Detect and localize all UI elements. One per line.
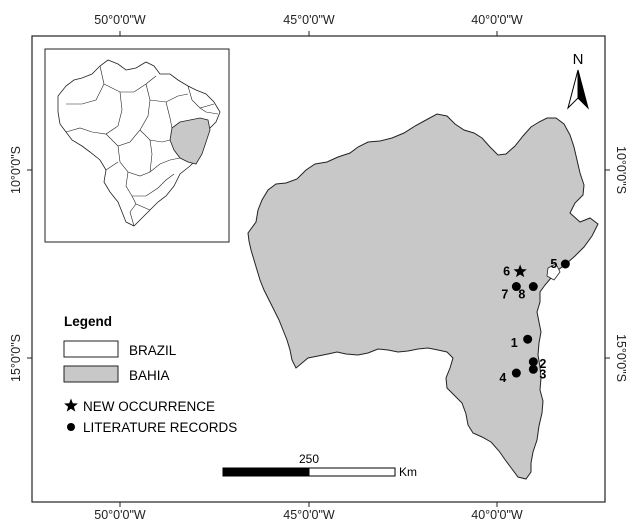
left-coordinate-label: 10°0'0"S	[9, 146, 23, 194]
record-label: 8	[518, 288, 525, 302]
bottom-coordinate-label: 50°0'0"W	[94, 508, 146, 522]
legend-bahia-swatch	[63, 365, 119, 383]
bahia-state-shape	[247, 113, 599, 480]
new-occurrence-star-icon	[513, 264, 527, 278]
legend-item-new-occurrence: NEW OCCURRENCE	[83, 399, 215, 414]
legend-item-brazil: BRAZIL	[129, 343, 177, 358]
literature-record-point	[528, 357, 538, 367]
brazil-inset-map	[44, 48, 230, 243]
record-label: 1	[511, 336, 518, 350]
literature-record-point	[528, 282, 538, 292]
scale-bar-unit: Km	[399, 465, 417, 479]
record-label: 6	[503, 265, 510, 279]
record-label: 3	[539, 367, 546, 381]
top-coordinate-label: 50°0'0"W	[94, 13, 146, 27]
left-coordinate-label: 15°0'0"S	[9, 334, 23, 382]
record-label: 4	[499, 371, 506, 385]
literature-record-point	[528, 364, 538, 374]
top-coordinate-label: 40°0'0"W	[471, 13, 523, 27]
bahia-bay-inlet	[546, 263, 561, 281]
record-label: 7	[501, 288, 508, 302]
literature-record-point	[560, 259, 570, 269]
north-arrow-label: N	[573, 51, 584, 68]
graticule-ticks	[27, 31, 610, 507]
record-label: 2	[539, 357, 546, 371]
top-coordinate-label: 45°0'0"W	[283, 13, 335, 27]
legend-dot-icon	[67, 423, 75, 431]
record-label: 5	[550, 257, 557, 271]
literature-record-point	[511, 282, 521, 292]
right-coordinate-label: 15°0'0"S	[614, 334, 628, 382]
north-arrow-icon: N	[567, 51, 589, 110]
scale-bar-value: 250	[299, 452, 319, 466]
legend: Legend BRAZIL BAHIA NEW OCCURRENCE LITER…	[63, 314, 237, 435]
literature-record-point	[511, 368, 521, 378]
legend-item-literature-records: LITERATURE RECORDS	[83, 420, 237, 435]
bottom-coordinate-label: 40°0'0"W	[471, 508, 523, 522]
legend-star-icon	[64, 398, 78, 412]
literature-record-point	[523, 334, 533, 344]
state-boundaries	[65, 65, 219, 227]
scale-bar: 250 Km	[222, 452, 417, 479]
legend-brazil-swatch	[63, 340, 119, 358]
legend-item-bahia: BAHIA	[129, 368, 170, 383]
bahia-in-inset	[169, 117, 211, 165]
right-coordinate-label: 10°0'0"S	[614, 146, 628, 194]
legend-title: Legend	[64, 314, 112, 329]
bottom-coordinate-label: 45°0'0"W	[283, 508, 335, 522]
